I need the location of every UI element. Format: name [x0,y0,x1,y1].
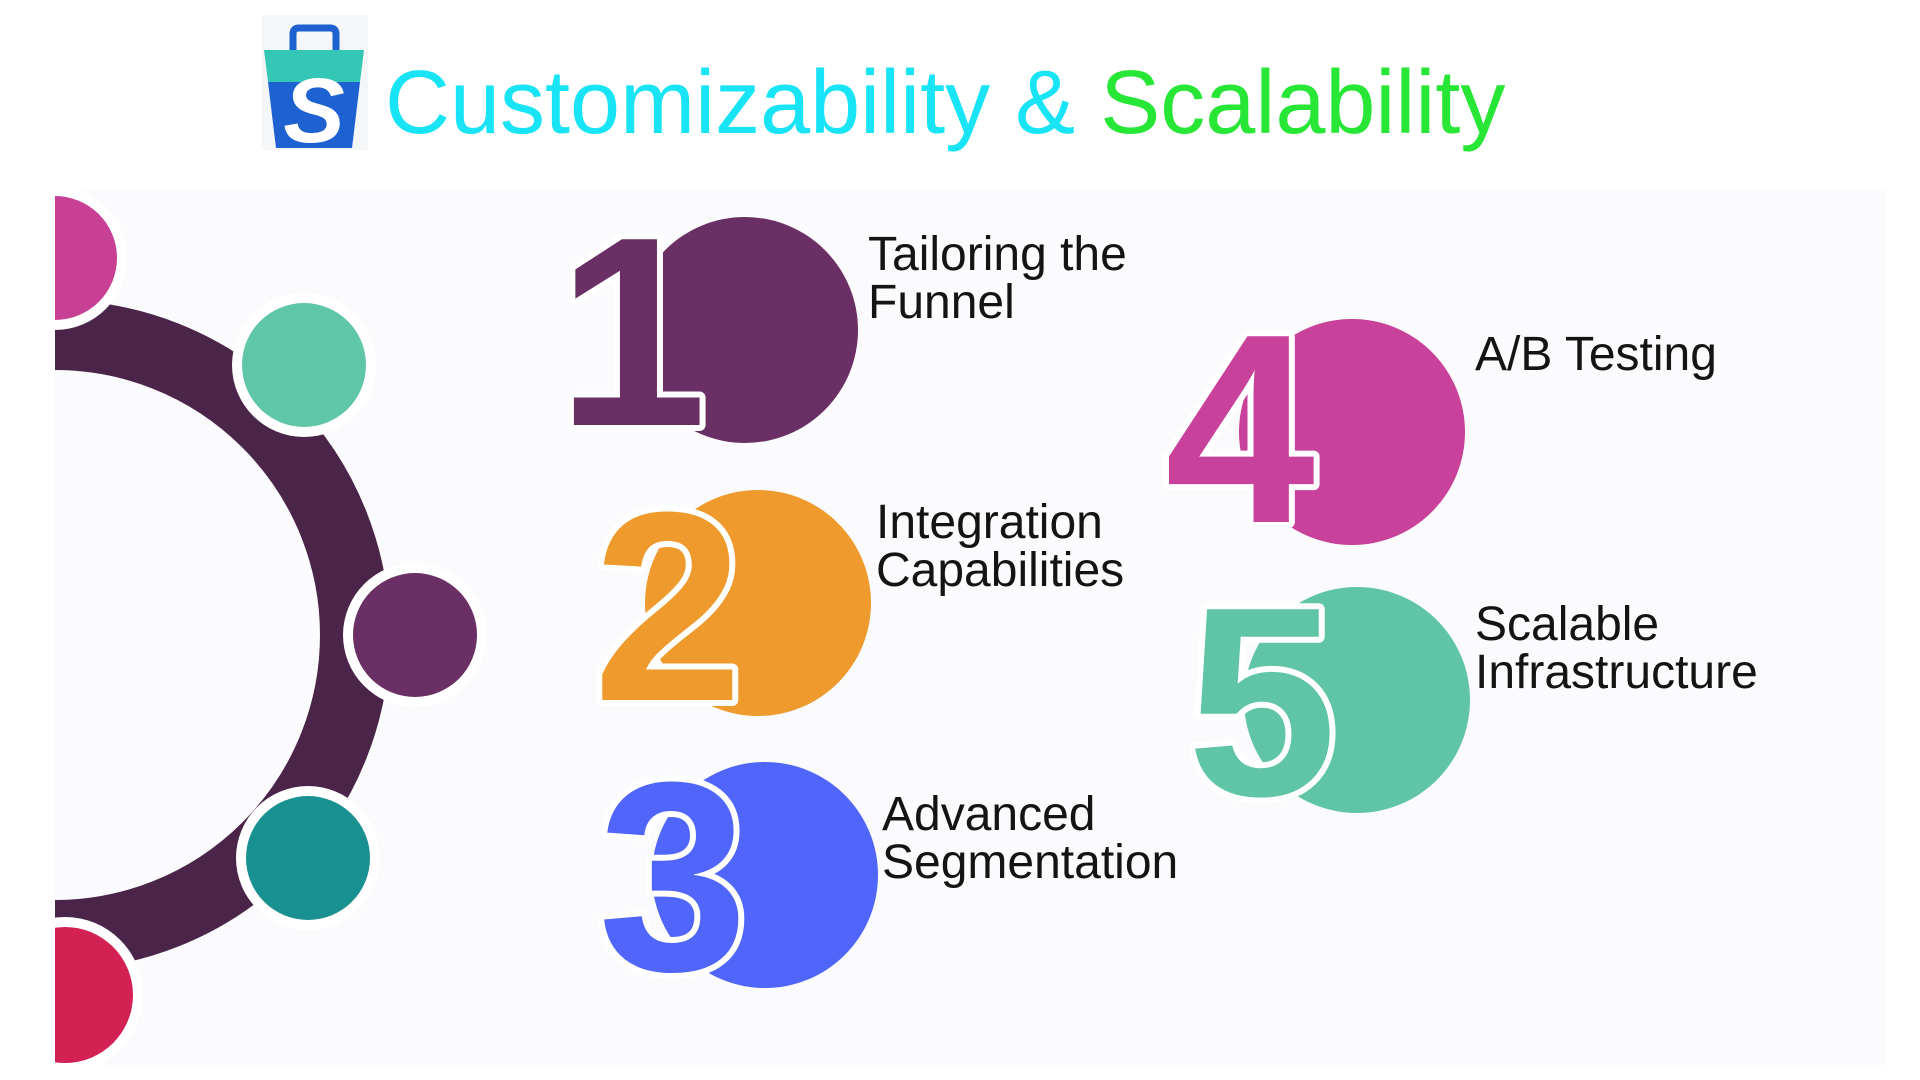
shopping-bag-s-logo-icon: S [262,15,368,162]
header: S Customizability & Scalability [262,15,1505,162]
step-4-circle [1239,319,1465,545]
svg-text:S: S [283,60,344,162]
step-5-label-line2: Infrastructure [1475,646,1758,699]
step-3-label-line2: Segmentation [882,836,1178,889]
step-1-number: 1 [557,182,707,483]
step-3-circle [652,762,878,988]
title-part-customizability: Customizability & [385,53,1075,153]
step-2-label-line2: Capabilities [876,544,1124,597]
step-1-circle [632,217,858,443]
ring-node-4 [246,796,370,920]
ring-node-3 [353,573,477,697]
step-5-label-line1: Scalable [1475,598,1659,651]
step-2-label-line1: Integration [876,496,1103,549]
step-4: 4 A/B Testing [1159,273,1717,586]
step-5-number: 5 [1187,552,1337,853]
title-part-scalability: Scalability [1100,53,1505,153]
step-1-label-line1: Tailoring the [868,228,1127,281]
page-title: Customizability & Scalability [385,53,1505,153]
step-5-circle [1244,587,1470,813]
step-2-circle [645,490,871,716]
step-1-label-line2: Funnel [868,276,1015,329]
step-2-number: 2 [593,457,743,758]
step-4-label-line1: A/B Testing [1475,328,1717,381]
step-3-number: 3 [598,727,748,1028]
ring-diagram [0,186,487,1073]
ring-node-2 [242,303,366,427]
step-3-label-line1: Advanced [882,788,1096,841]
step-4-number: 4 [1165,279,1317,580]
